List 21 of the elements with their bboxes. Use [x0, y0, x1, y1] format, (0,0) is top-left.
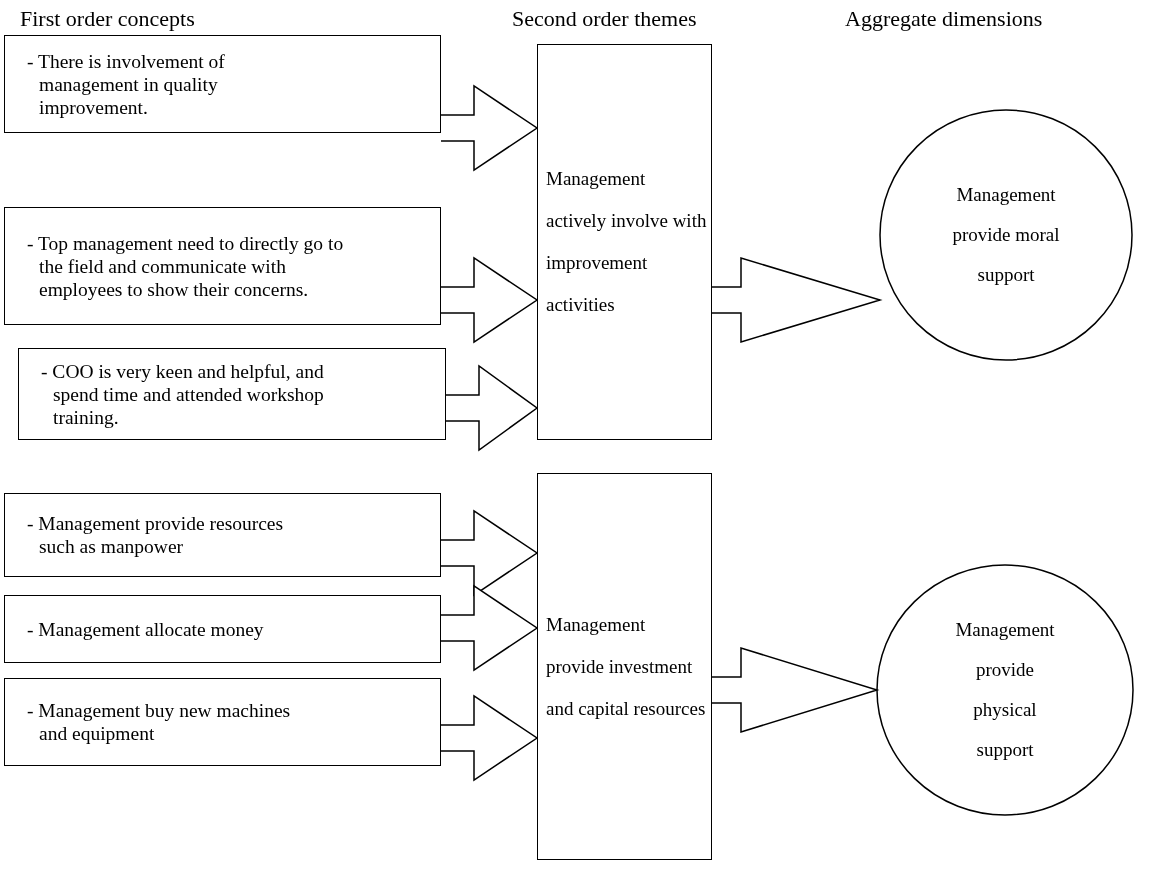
node-text: - Management allocate money: [26, 617, 265, 641]
column-heading: First order concepts: [20, 6, 195, 32]
concept-box: [4, 35, 441, 133]
node-text: Management provide physical support: [954, 618, 1056, 762]
node-text: - COO is very keen and helpful, and spend time and attended workshop training.: [40, 359, 325, 429]
theme-box: [537, 473, 712, 860]
node-text: - Management buy new machines and equipment: [26, 699, 292, 745]
node-text: - Top management need to directly go to the field and communicate with employees to show their concerns.: [26, 231, 345, 301]
column-heading: Second order themes: [512, 6, 697, 32]
concept-box: [4, 493, 441, 577]
concept-box: [4, 678, 441, 766]
concept-box: [18, 348, 446, 440]
node-text: Management actively involve with improvement activities: [545, 167, 708, 317]
concept-box: [4, 595, 441, 663]
theme-box: [537, 44, 712, 440]
node-text: - Management provide resources such as manpower: [26, 512, 285, 558]
node-text: Management provide moral support: [951, 183, 1061, 287]
column-heading: Aggregate dimensions: [845, 6, 1043, 32]
node-text: - There is involvement of management in quality improvement.: [26, 49, 226, 119]
node-text: Management provide investment and capital resources: [545, 612, 707, 721]
concept-box: [4, 207, 441, 325]
